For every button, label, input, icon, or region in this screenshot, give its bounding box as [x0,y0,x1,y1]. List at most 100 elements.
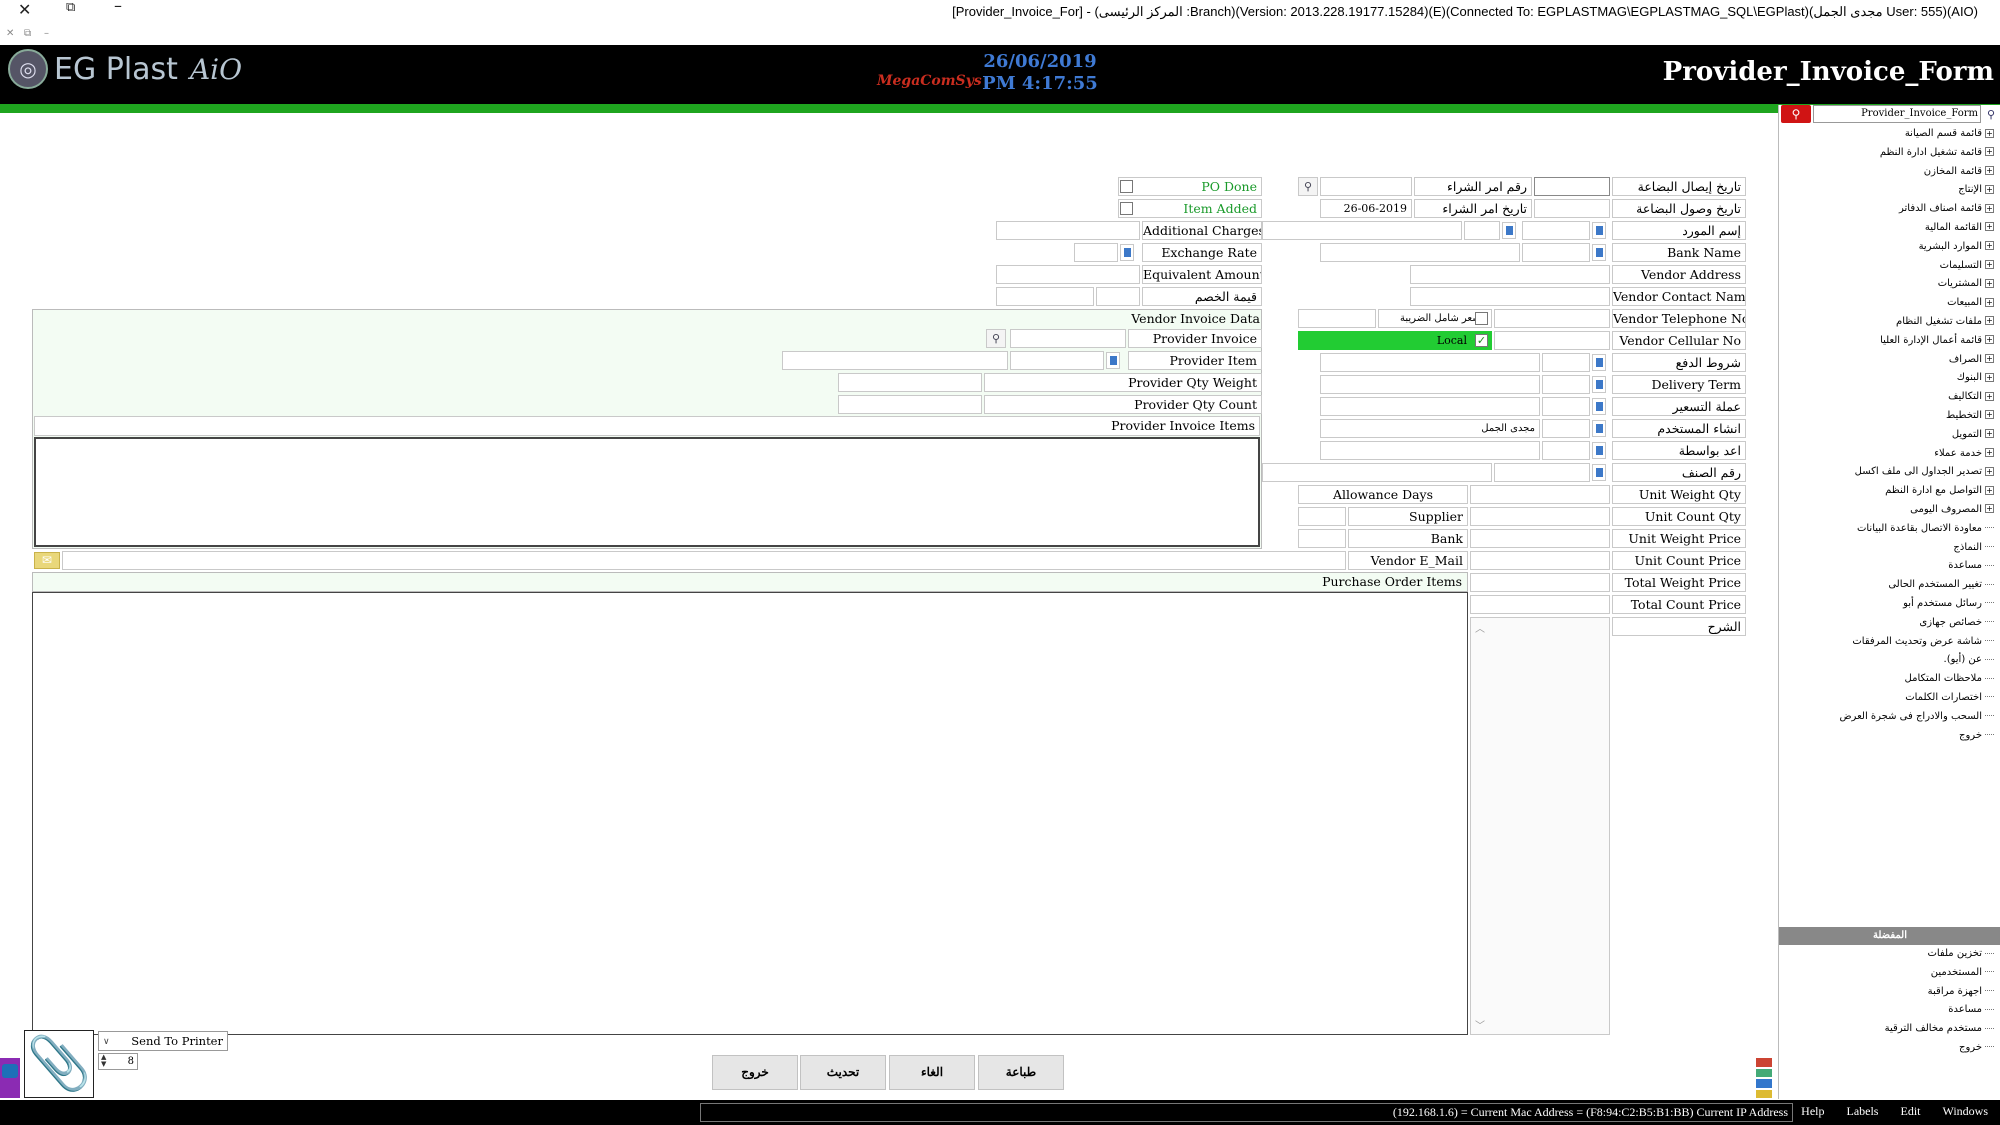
expand-icon[interactable]: + [1985,485,1994,495]
bank-name-input[interactable] [1320,243,1520,262]
arrival-date-input[interactable] [1534,199,1610,218]
tree-item[interactable]: مساعدة [1784,557,1994,576]
expand-icon[interactable]: + [1985,297,1994,307]
tree-item[interactable]: السحب والادراج فى شجرة العرض [1784,708,1994,727]
po-done-checkbox[interactable] [1120,180,1133,193]
expand-icon[interactable]: + [1985,316,1994,326]
payment-terms-code[interactable] [1542,353,1590,372]
sub-minimize-icon[interactable]: – [44,28,49,39]
side-tab[interactable] [0,1058,20,1098]
expand-icon[interactable]: + [1985,335,1994,345]
tree-item[interactable]: +الإنتاج [1958,184,1994,196]
menu-help[interactable]: Help [1801,1104,1825,1118]
tree-item[interactable]: معاودة الاتصال بقاعدة البيانات [1784,520,1994,539]
bank-code-input[interactable] [1522,243,1590,262]
expand-icon[interactable]: + [1985,410,1994,420]
expand-icon[interactable]: + [1985,429,1994,439]
vendor-telephone-input[interactable] [1494,309,1610,328]
scroll-down-icon[interactable]: ﹀ [1475,1021,1485,1032]
copies-stepper[interactable]: ▲▼ 8 [98,1053,138,1070]
restore-icon[interactable]: ⧉ [66,0,76,15]
created-by-input[interactable]: مجدى الجمل [1320,419,1540,438]
email-icon[interactable]: ✉ [34,552,60,569]
tree-item[interactable]: +خدمة عملاء [1934,447,1994,459]
minimize-icon[interactable]: – [114,0,122,15]
provider-qty-weight-input[interactable] [838,373,982,392]
prepared-by-input[interactable] [1320,441,1540,460]
prepared-by-dropdown[interactable] [1592,442,1606,459]
favorite-item[interactable]: المستخدمين [1784,964,1994,983]
expand-icon[interactable]: + [1985,260,1994,270]
supplier-days-input[interactable] [1298,507,1346,526]
delivery-term-dropdown[interactable] [1592,376,1606,393]
tree-item[interactable]: +المبيعات [1947,297,1994,309]
provider-invoice-items-grid[interactable] [34,437,1260,547]
tree-item[interactable]: النماذج [1784,539,1994,558]
price-currency-dropdown[interactable] [1592,398,1606,415]
expand-icon[interactable]: + [1985,448,1994,458]
tree-item[interactable]: +التمويل [1951,428,1994,440]
vendor-sub-input[interactable] [1464,221,1500,240]
tree-item[interactable]: +المصروف اليومى [1910,503,1994,515]
total-count-price-input[interactable] [1470,595,1610,614]
tree-item[interactable]: +قائمة أعمال الإدارة العليا [1880,334,1994,346]
close-icon[interactable]: ✕ [18,0,32,19]
receipt-date-input[interactable] [1534,177,1610,196]
item-number-input[interactable] [1262,463,1492,482]
tree-item[interactable]: تغيير المستخدم الحالى [1784,576,1994,595]
form-search-input[interactable]: Provider_Invoice_Form [1813,105,1981,123]
tree-item[interactable]: +تصدير الجداول الى ملف اكسل [1854,466,1994,478]
vendor-cellular-input[interactable] [1494,331,1610,350]
scroll-up-icon[interactable]: ︿ [1475,624,1485,635]
vendor-address-input[interactable] [1410,265,1610,284]
expand-icon[interactable]: + [1985,184,1994,194]
provider-item-code[interactable] [1010,351,1104,370]
expand-icon[interactable]: + [1985,354,1994,364]
provider-invoice-search-icon[interactable]: ⚲ [986,329,1006,348]
discount-value-input[interactable] [996,287,1094,306]
cancel-button[interactable]: الغاء [889,1055,975,1090]
total-weight-price-input[interactable] [1470,573,1610,592]
tree-item[interactable]: +قائمة المخازن [1923,165,1994,177]
expand-icon[interactable]: + [1985,203,1994,213]
tree-item[interactable]: +المشتريات [1937,278,1994,290]
tree-item[interactable]: +قائمة قسم الصيانة [1904,128,1994,139]
tree-item[interactable]: +التواصل مع ادارة النظم [1885,485,1994,497]
item-added-checkbox[interactable] [1120,202,1133,215]
created-by-code[interactable] [1542,419,1590,438]
menu-labels[interactable]: Labels [1846,1104,1879,1118]
vendor-contact-input[interactable] [1410,287,1610,306]
favorite-item[interactable]: خروج [1784,1039,1994,1058]
search-button[interactable]: ⚲ [1781,105,1811,123]
delivery-term-code[interactable] [1542,375,1590,394]
sub-restore-icon[interactable]: ⧉ [24,28,32,39]
prepared-by-code[interactable] [1542,441,1590,460]
exit-button[interactable]: خروج [712,1055,798,1090]
expand-icon[interactable]: + [1985,278,1994,288]
favorite-item[interactable]: اجهزة مراقبة [1784,983,1994,1002]
provider-item-input[interactable] [782,351,1008,370]
discount-percent-input[interactable] [1096,287,1140,306]
favorite-item[interactable]: مساعدة [1784,1001,1994,1020]
unit-weight-qty-input[interactable] [1470,485,1610,504]
tree-item[interactable]: رسائل مستخدم أبو [1784,595,1994,614]
tree-item[interactable]: خروج [1784,727,1994,746]
unit-weight-price-input[interactable] [1470,529,1610,548]
magnifier-icon[interactable]: ⚲ [1986,107,1996,121]
favorite-item[interactable]: تخزين ملفات [1784,945,1994,964]
price-currency-code[interactable] [1542,397,1590,416]
bank-dropdown[interactable] [1592,244,1606,261]
sub-close-icon[interactable]: ✕ [6,28,15,39]
provider-invoice-input[interactable] [1010,329,1126,348]
tree-item[interactable]: +البنوك [1956,372,1994,384]
payment-terms-input[interactable] [1320,353,1540,372]
vendor-name-dropdown[interactable] [1592,222,1606,239]
notes-textarea[interactable]: ︿ ﹀ [1470,617,1610,1035]
equivalent-amount-input[interactable] [996,265,1140,284]
tree-item[interactable]: +قائمة اصناف الدفاتر [1898,203,1994,215]
tax-input[interactable] [1298,309,1376,328]
tree-item[interactable]: +التخطيط [1945,409,1994,421]
created-by-dropdown[interactable] [1592,420,1606,437]
unit-count-price-input[interactable] [1470,551,1610,570]
po-date-input[interactable]: 26-06-2019 [1320,199,1412,218]
